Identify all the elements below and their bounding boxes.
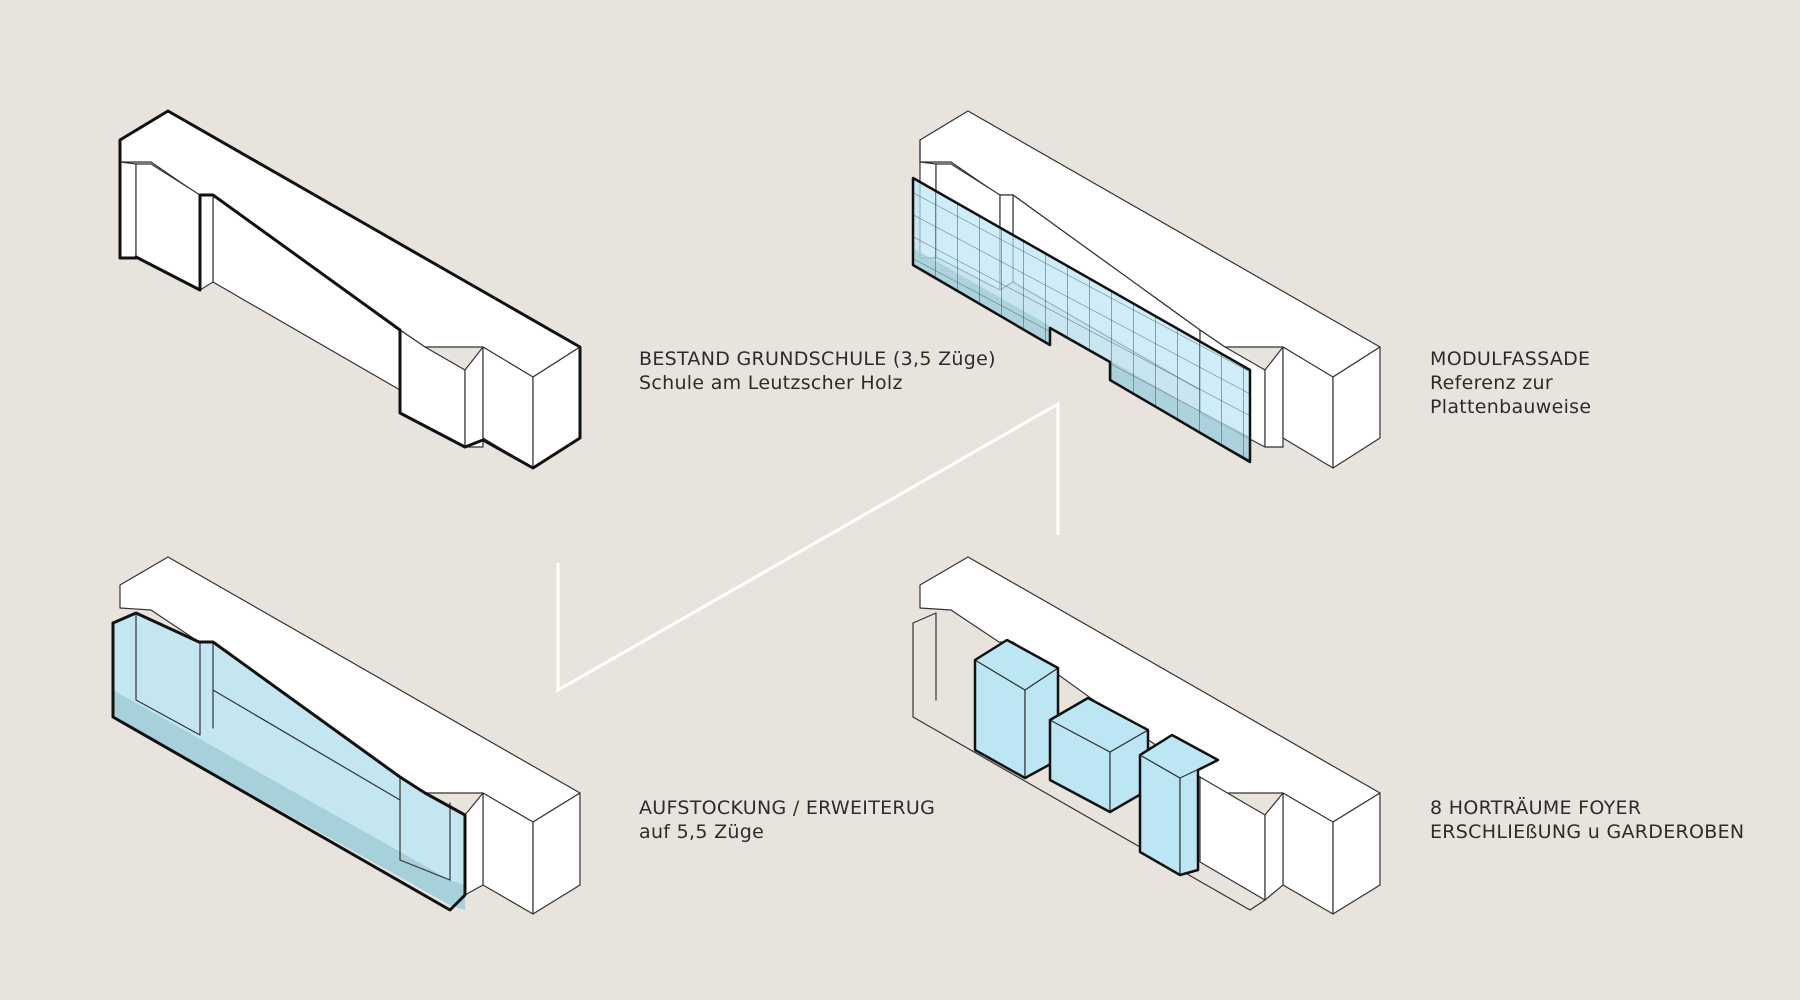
label-hort: 8 HORTRÄUME FOYER ERSCHLIEßUNG u GARDERO… xyxy=(1430,796,1744,844)
label-hort-line2: ERSCHLIEßUNG u GARDEROBEN xyxy=(1430,821,1745,843)
label-modul-line2: Referenz zur xyxy=(1430,372,1553,394)
building-modulfassade xyxy=(911,110,1381,469)
connector-line xyxy=(556,401,1060,693)
auf-glass-outline xyxy=(111,611,467,912)
hort-wireframe xyxy=(912,622,1266,911)
hort-wireframe-top xyxy=(912,612,937,701)
auf-glass-shade xyxy=(113,690,465,910)
modul-end-tower-side xyxy=(1332,346,1381,469)
auf-glass-front xyxy=(113,613,465,910)
auf-inner-block xyxy=(399,776,451,881)
label-auf-line2: auf 5,5 Züge xyxy=(639,821,765,843)
auf-end-block-side xyxy=(464,792,484,896)
modul-facade-grid xyxy=(913,178,1250,462)
auf-inner-lines xyxy=(135,612,201,736)
bestand-end-block-side xyxy=(464,346,484,448)
label-bestand-line1: BESTAND GRUNDSCHULE (3,5 Züge) xyxy=(639,348,996,370)
hort-end-block-side xyxy=(1264,792,1284,901)
building-bestand xyxy=(118,109,582,470)
auf-inner-line-ridge xyxy=(212,689,401,801)
hort-module-3-side xyxy=(1179,767,1199,876)
label-modulfassade: MODULFASSADE Referenz zur Plattenbauweis… xyxy=(1430,347,1591,419)
label-hort-line1: 8 HORTRÄUME FOYER xyxy=(1430,797,1642,819)
label-modul-line1: MODULFASSADE xyxy=(1430,348,1591,370)
hort-module-3-outline xyxy=(1138,733,1220,877)
label-bestand: BESTAND GRUNDSCHULE (3,5 Züge) Schule am… xyxy=(639,347,996,395)
bestand-front-mid xyxy=(199,194,214,291)
hort-end-block xyxy=(1199,776,1266,901)
label-auf-line1: AUFSTOCKUNG / ERWEITERUG xyxy=(639,797,936,819)
hort-end-tower-side xyxy=(1332,792,1381,915)
label-bestand-line2: Schule am Leutzscher Holz xyxy=(639,372,903,394)
label-aufstockung: AUFSTOCKUNG / ERWEITERUG auf 5,5 Züge xyxy=(639,796,935,844)
modul-end-block-side xyxy=(1264,346,1284,448)
building-aufstockung xyxy=(111,556,581,915)
label-modul-line3: Plattenbauweise xyxy=(1430,396,1592,418)
bestand-outline xyxy=(118,109,582,470)
modul-facade-outline xyxy=(911,176,1252,464)
auf-end-tower-side xyxy=(532,792,581,915)
building-hort xyxy=(912,556,1381,915)
